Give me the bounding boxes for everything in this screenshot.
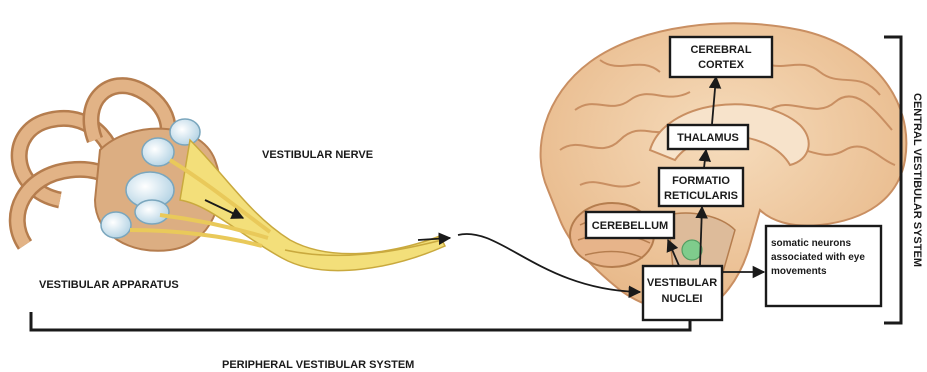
thalamus-label: THALAMUS <box>677 132 739 144</box>
peripheral-system-bracket <box>31 312 690 330</box>
formatio-label-line2: RETICULARIS <box>664 190 738 202</box>
vestibular-nerve-label: VESTIBULAR NERVE <box>262 149 373 161</box>
vestibular-apparatus-label: VESTIBULAR APPARATUS <box>39 279 179 291</box>
peripheral-system-label: PERIPHERAL VESTIBULAR SYSTEM <box>222 359 414 371</box>
somatic-neurons-label-line2: associated with eye <box>771 252 865 263</box>
somatic-neurons-label-line3: movements <box>771 266 827 277</box>
cerebellum-box: CEREBELLUM <box>586 212 674 238</box>
somatic-neurons-label-line1: somatic neurons <box>771 238 851 249</box>
arrow-nerve-to-brain <box>418 238 450 240</box>
central-system-label: CENTRAL VESTIBULAR SYSTEM <box>911 93 923 267</box>
cerebral-cortex-box: CEREBRAL CORTEX <box>670 37 772 77</box>
cerebral-cortex-label-line2: CORTEX <box>698 59 745 71</box>
formatio-reticularis-box: FORMATIO RETICULARIS <box>659 168 743 206</box>
vestibular-nuclei-box: VESTIBULAR NUCLEI <box>643 266 722 320</box>
formatio-label-line1: FORMATIO <box>672 175 730 187</box>
vestibular-nuclei-label-line2: NUCLEI <box>662 293 703 305</box>
cerebral-cortex-label-line1: CEREBRAL <box>690 44 751 56</box>
cerebellum-label: CEREBELLUM <box>592 220 668 232</box>
vestibular-nuclei-label-line1: VESTIBULAR <box>647 277 717 289</box>
thalamus-box: THALAMUS <box>668 125 748 149</box>
somatic-neurons-box: somatic neurons associated with eye move… <box>766 226 881 306</box>
